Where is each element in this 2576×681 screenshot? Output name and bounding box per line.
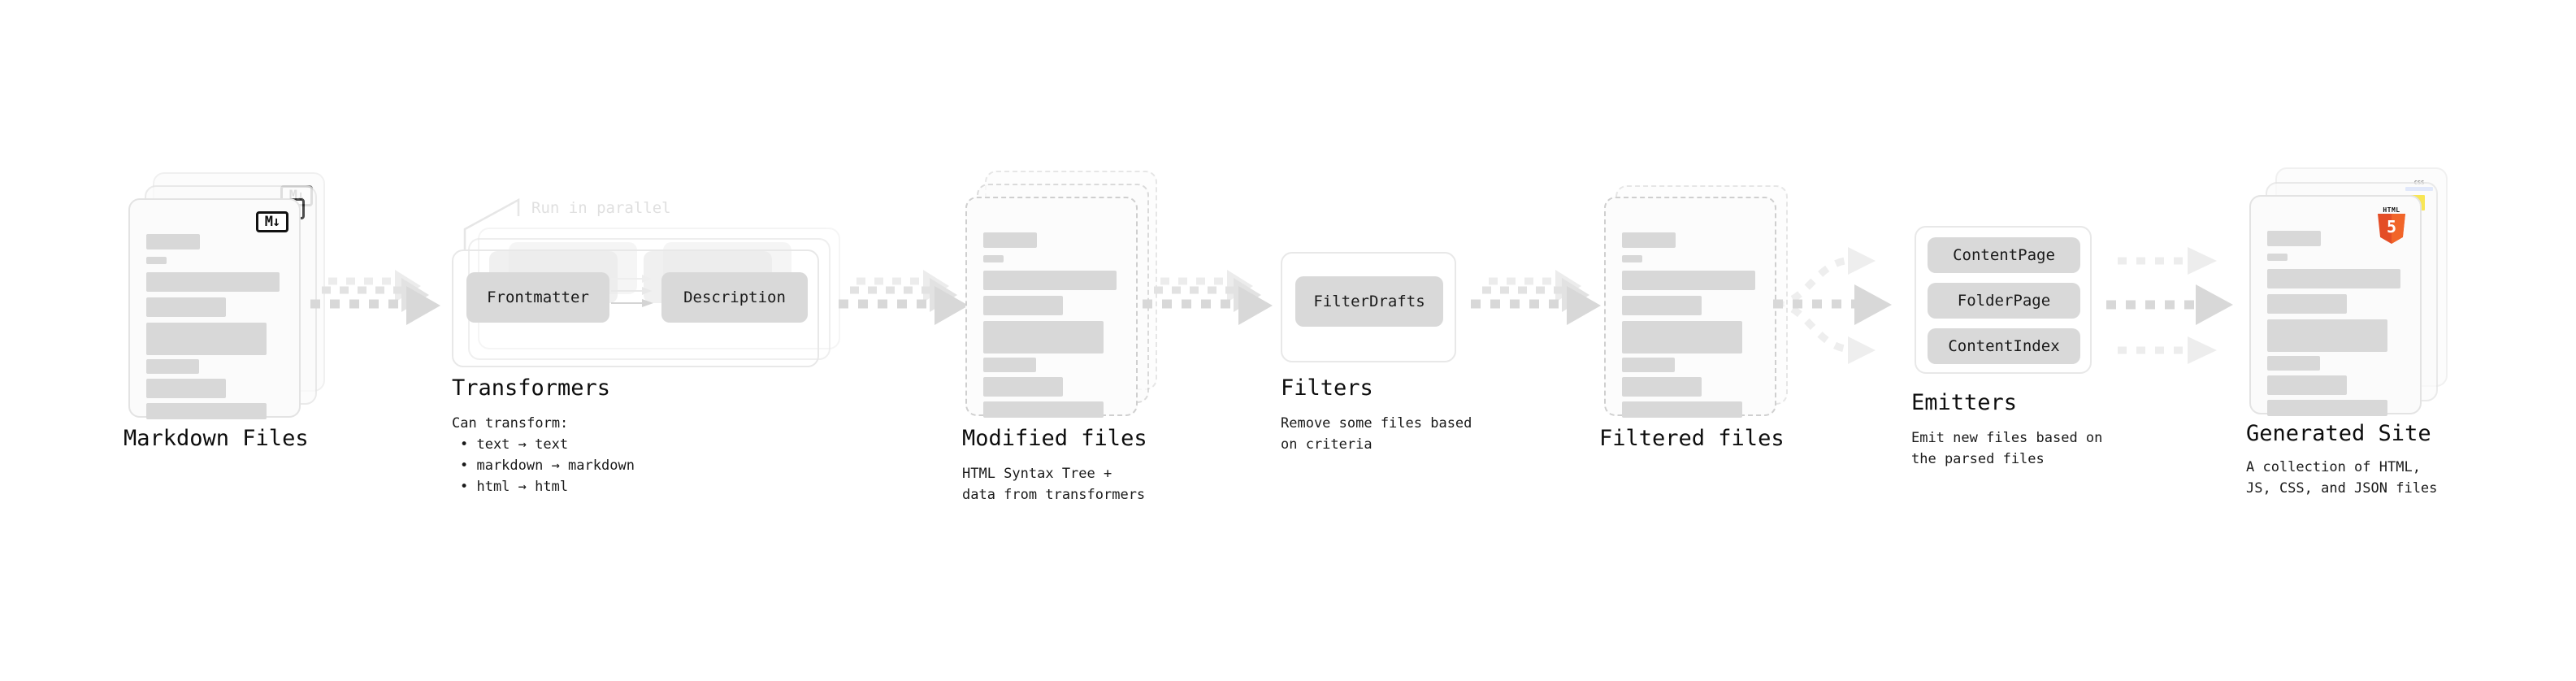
skeleton-bar <box>983 321 1104 354</box>
filters-group: FilterDrafts <box>1281 252 1456 362</box>
markdown-card-front: M↓ <box>128 198 301 419</box>
skeleton-bar <box>1622 377 1702 397</box>
skeleton-bar <box>983 255 1004 262</box>
skeleton-bar <box>983 377 1063 397</box>
stage-title-markdown-files: Markdown Files <box>124 426 309 451</box>
skeleton-bar <box>983 401 1104 418</box>
skeleton-bar <box>2267 319 2387 352</box>
skeleton-bar <box>1622 296 1702 315</box>
skeleton-bar <box>1622 401 1742 418</box>
connector-arrow <box>1466 268 1620 341</box>
skeleton-bar <box>2267 375 2347 395</box>
connector-branching-arrows <box>1773 232 1919 379</box>
skeleton-bar <box>2267 231 2321 246</box>
stage-title-transformers: Transformers <box>452 375 611 401</box>
modified-files-subtitle: HTML Syntax Tree + data from transformer… <box>962 466 1146 504</box>
connector-arrow <box>306 268 460 341</box>
transformer-inner-arrows <box>611 275 668 323</box>
html5-badge: HTML 5 <box>2374 206 2409 244</box>
modified-card-front <box>965 197 1138 418</box>
stage-title-filters: Filters <box>1281 375 1373 401</box>
transformers-bullet-2: • html → html <box>460 479 569 495</box>
markdown-badge: M↓ <box>256 211 288 232</box>
skeleton-bar <box>146 359 199 374</box>
stage-title-modified-files: Modified files <box>962 426 1147 451</box>
transformers-subtitle: Can transform: <box>452 415 569 432</box>
connector-arrow <box>1138 268 1292 341</box>
transformers-bullet-0: • text → text <box>460 436 569 453</box>
skeleton-bar <box>983 271 1117 290</box>
skeleton-bar <box>146 272 280 292</box>
skeleton-bar <box>983 232 1037 248</box>
transformers-bullet-1: • markdown → markdown <box>460 458 635 474</box>
emitter-pill-contentpage[interactable]: ContentPage <box>1928 237 2080 273</box>
skeleton-bar <box>146 379 226 398</box>
skeleton-bar <box>1622 321 1742 354</box>
stage-title-filtered-files: Filtered files <box>1599 426 1785 451</box>
skeleton-bar <box>1622 271 1755 290</box>
run-in-parallel-label: Run in parallel <box>531 199 671 217</box>
skeleton-bar <box>1622 358 1675 372</box>
stage-title-emitters: Emitters <box>1911 390 2018 415</box>
connector-arrow <box>834 268 988 341</box>
emitters-group: ContentPage FolderPage ContentIndex <box>1915 226 2092 374</box>
skeleton-bar <box>2267 356 2320 371</box>
skeleton-bar <box>146 257 167 264</box>
emitter-pill-contentindex[interactable]: ContentIndex <box>1928 328 2080 364</box>
generated-site-subtitle: A collection of HTML, JS, CSS, and JSON … <box>2246 459 2438 497</box>
filters-subtitle: Remove some files based on criteria <box>1281 415 1472 453</box>
skeleton-bar <box>1622 232 1676 248</box>
skeleton-bar <box>146 403 267 419</box>
html5-number: 5 <box>2386 216 2397 236</box>
emitter-pill-folderpage[interactable]: FolderPage <box>1928 283 2080 319</box>
skeleton-bar <box>2267 254 2288 261</box>
run-in-parallel-bracket <box>463 195 569 252</box>
skeleton-bar <box>146 297 226 317</box>
skeleton-bar <box>1622 255 1642 262</box>
html5-shield-icon: 5 <box>2378 214 2405 244</box>
skeleton-bar <box>2267 400 2387 416</box>
skeleton-bar <box>2267 294 2347 314</box>
skeleton-bar <box>983 358 1036 372</box>
filter-pill-filterdrafts[interactable]: FilterDrafts <box>1295 276 1443 327</box>
generated-card-front: HTML 5 <box>2249 195 2422 416</box>
skeleton-bar <box>146 234 200 249</box>
transformer-group-front: Frontmatter Description <box>452 249 819 367</box>
skeleton-bar <box>2267 269 2400 288</box>
html5-label: HTML <box>2383 206 2400 214</box>
skeleton-bar <box>146 323 267 355</box>
connector-triple-arrows <box>2106 232 2261 379</box>
stage-title-generated-site: Generated Site <box>2246 421 2431 446</box>
skeleton-bar <box>983 296 1063 315</box>
filtered-card-front <box>1604 197 1776 418</box>
transformer-pill-frontmatter[interactable]: Frontmatter <box>466 272 609 323</box>
emitters-subtitle: Emit new files based on the parsed files <box>1911 430 2103 468</box>
transformer-pill-description[interactable]: Description <box>661 272 808 323</box>
